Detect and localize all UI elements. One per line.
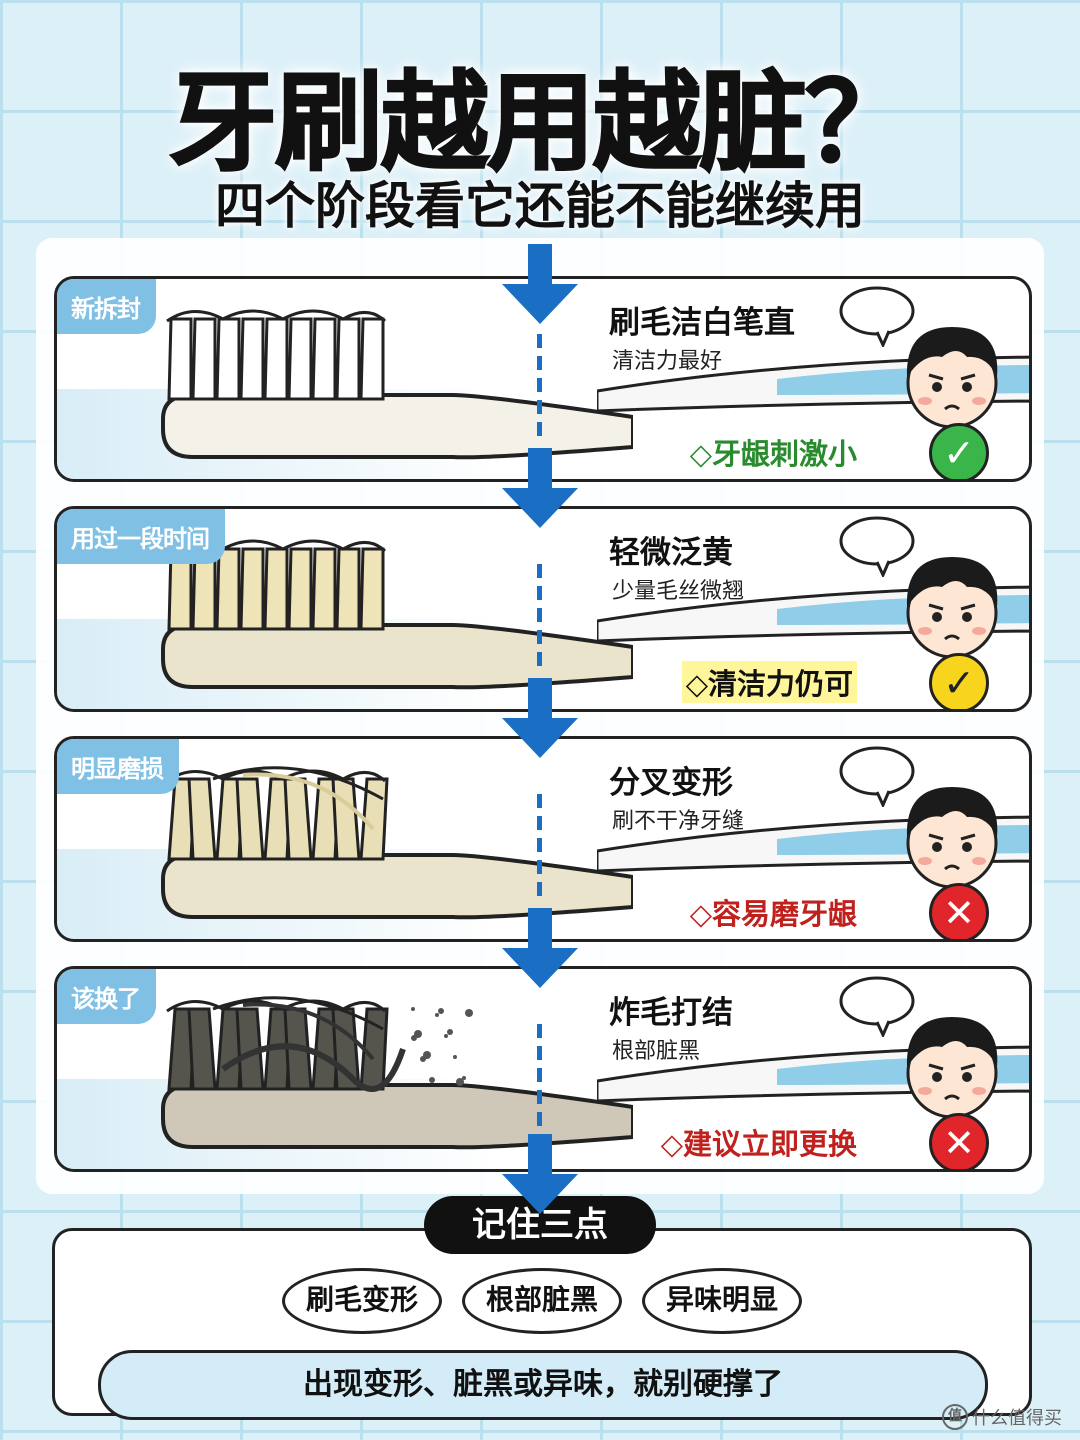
- flow-line: [537, 1024, 542, 1134]
- watermark-logo: 值: [942, 1404, 968, 1430]
- stage-tag: 用过一段时间: [57, 509, 225, 564]
- toothbrush-head-icon: [161, 996, 633, 1150]
- flow-line: [537, 564, 542, 674]
- stage-description: 刷不干净牙缝: [612, 809, 745, 834]
- stage-card: 用过一段时间 轻微泛黄少量毛丝微翘 ◇清洁力仍可 ✓: [54, 506, 1032, 712]
- stage-verdict: ◇建议立即更换: [660, 1127, 857, 1161]
- stage-heading: 炸毛打结: [609, 995, 733, 1031]
- down-arrow-icon: [502, 1134, 578, 1214]
- point-oval-1: 刷毛变形: [282, 1268, 442, 1334]
- stage-heading: 刷毛洁白笔直: [609, 305, 795, 341]
- flow-line: [537, 334, 542, 444]
- stage-verdict: ◇牙龈刺激小: [689, 437, 857, 471]
- boy-face-icon: [906, 1017, 998, 1119]
- cross-icon: ✕: [929, 883, 989, 939]
- check-icon: ✓: [929, 423, 989, 479]
- cross-icon: ✕: [929, 1113, 989, 1169]
- toothbrush-head-icon: [161, 309, 633, 460]
- toothbrush-head-icon: [161, 539, 633, 690]
- stage-verdict: ◇清洁力仍可: [681, 661, 857, 703]
- page-title: 牙刷越用越脏？: [168, 60, 914, 187]
- watermark: 值 什么值得买: [942, 1404, 1062, 1430]
- conclusion-banner: 出现变形、脏黑或异味，就别硬撑了: [98, 1350, 988, 1420]
- page-subtitle: 四个阶段看它还能不能继续用: [215, 177, 865, 235]
- stage-heading: 分叉变形: [609, 765, 733, 801]
- flow-line: [537, 794, 542, 904]
- toothbrush-head-icon: [161, 766, 633, 920]
- boy-face-icon: [906, 787, 998, 889]
- stage-description: 根部脏黑: [612, 1039, 701, 1064]
- watermark-text: 什么值得买: [972, 1408, 1062, 1429]
- down-arrow-icon: [502, 678, 578, 758]
- down-arrow-icon: [502, 448, 578, 528]
- boy-face-icon: [906, 557, 998, 659]
- stage-verdict: ◇容易磨牙龈: [689, 897, 857, 931]
- speech-bubble-icon: [839, 516, 915, 577]
- down-arrow-icon: [502, 908, 578, 988]
- down-arrow-icon: [502, 244, 578, 324]
- speech-bubble-icon: [839, 286, 915, 347]
- stage-heading: 轻微泛黄: [609, 535, 733, 571]
- stage-description: 清洁力最好: [612, 349, 723, 374]
- speech-bubble-icon: [839, 976, 915, 1037]
- point-oval-3: 异味明显: [642, 1268, 802, 1334]
- stage-tag: 明显磨损: [57, 739, 179, 794]
- check-icon: ✓: [929, 653, 989, 709]
- stage-description: 少量毛丝微翘: [612, 579, 745, 604]
- speech-bubble-icon: [839, 746, 915, 807]
- point-oval-2: 根部脏黑: [462, 1268, 622, 1334]
- boy-face-icon: [906, 327, 998, 429]
- stage-tag: 新拆封: [57, 279, 156, 334]
- stage-tag: 该换了: [57, 969, 156, 1024]
